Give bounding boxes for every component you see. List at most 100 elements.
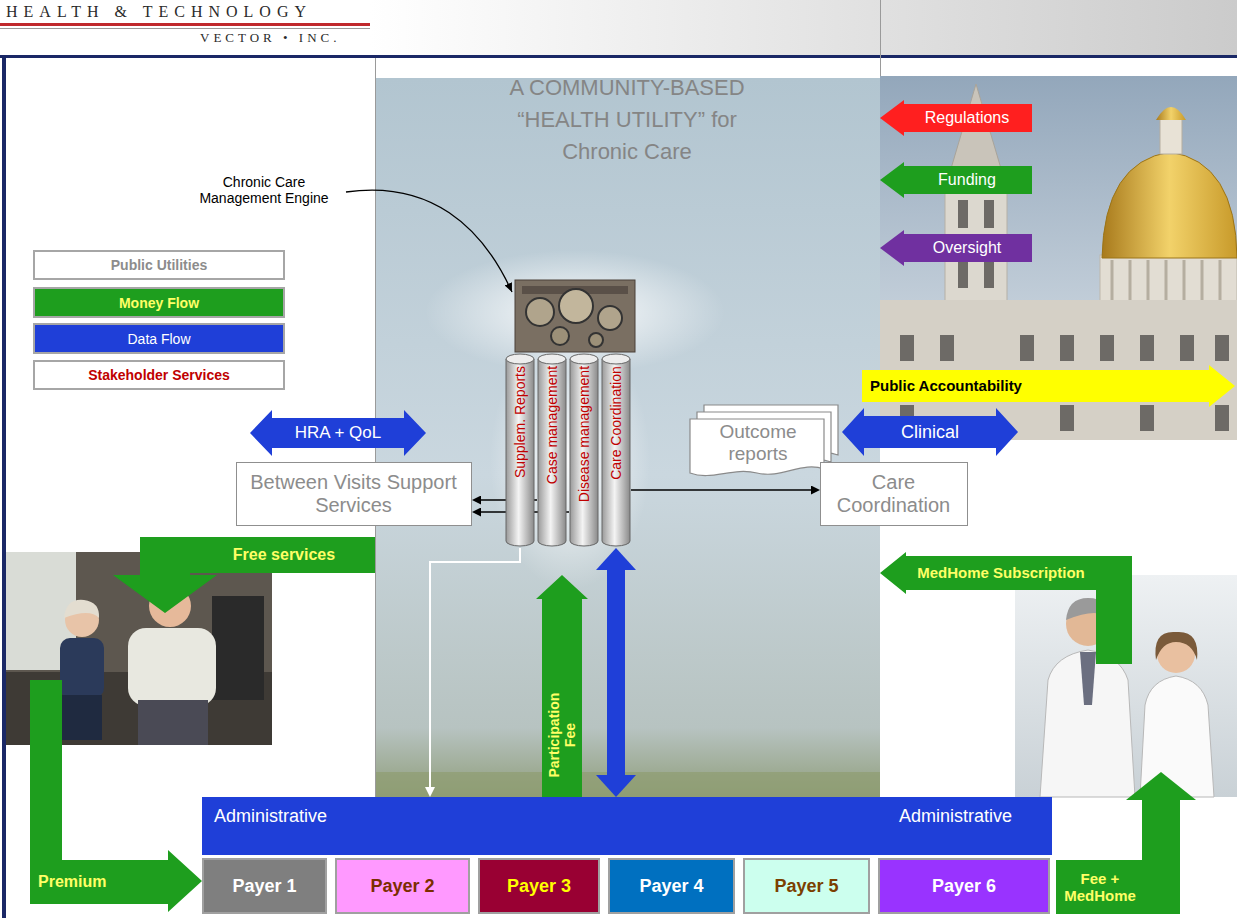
legend-swatch: Data Flow bbox=[33, 323, 285, 354]
arrow-shape bbox=[880, 552, 1132, 664]
arrow-shape bbox=[113, 537, 375, 613]
oversight-arrow: Oversight bbox=[880, 230, 1032, 266]
document-page bbox=[690, 419, 824, 476]
leader-line bbox=[346, 190, 512, 292]
node-outline bbox=[536, 575, 588, 797]
pillar-body bbox=[602, 359, 630, 546]
legend-text: Money Flow bbox=[35, 289, 283, 316]
node-text: Administrative bbox=[214, 799, 434, 833]
legend-swatch: Money Flow bbox=[33, 287, 285, 318]
data-double-arrow: HRA + QoL bbox=[250, 410, 426, 456]
header-band bbox=[370, 0, 1237, 55]
frame-line bbox=[2, 55, 6, 918]
exercise-machine bbox=[212, 596, 264, 700]
company-logo: HEALTH & TECHNOLOGY bbox=[6, 3, 370, 21]
payer-box: Payer 6 bbox=[878, 858, 1050, 914]
capitol-cap bbox=[1156, 107, 1186, 120]
utility-box: Care Coordination bbox=[820, 462, 968, 526]
sky-picture bbox=[376, 78, 880, 800]
node-text: Between Visits Support Services bbox=[241, 465, 466, 522]
pillar-body bbox=[538, 359, 566, 546]
arrow-shape bbox=[536, 575, 588, 797]
node-text: Regulations bbox=[906, 104, 1028, 132]
engine-gear bbox=[526, 298, 554, 326]
payer-box: Payer 5 bbox=[743, 858, 870, 914]
doctor-hair bbox=[1155, 632, 1197, 660]
node-text: Payer 2 bbox=[339, 862, 466, 910]
pillar-top bbox=[506, 354, 534, 364]
node-text: Care Coordination bbox=[825, 465, 962, 522]
node-text: Premium bbox=[38, 860, 166, 904]
man-figure bbox=[138, 700, 208, 745]
woman-figure bbox=[60, 638, 104, 698]
node-text: Case management bbox=[544, 366, 560, 484]
callout-label: Chronic Care Management Engine bbox=[188, 174, 340, 206]
arrow-shape bbox=[30, 680, 202, 912]
engine-gear bbox=[598, 306, 622, 330]
header-rule bbox=[0, 28, 370, 29]
money-arrow: Premium bbox=[30, 680, 202, 914]
node-text: Administrative bbox=[792, 799, 1012, 833]
engine-machine bbox=[515, 280, 635, 352]
node-text: Clinical bbox=[866, 416, 994, 448]
node-text: Free services bbox=[197, 539, 371, 571]
capitol-window bbox=[984, 200, 994, 228]
node-text: Fee + MedHome bbox=[1058, 860, 1142, 914]
report-document: Outcome reports bbox=[690, 405, 840, 481]
accountability-arrow: Public Accountability bbox=[862, 365, 1235, 407]
connector bbox=[607, 570, 625, 775]
diagram-title: A COMMUNITY-BASED “HEALTH UTILITY” for C… bbox=[500, 72, 754, 168]
payer-box: Payer 1 bbox=[202, 858, 327, 914]
woman-hair bbox=[64, 600, 99, 618]
node-text: HRA + QoL bbox=[274, 418, 402, 448]
haze-cloud bbox=[490, 330, 650, 590]
payer-box: Payer 4 bbox=[608, 858, 735, 914]
payer-box: Payer 3 bbox=[478, 858, 600, 914]
money-arrow: MedHome Subscription bbox=[880, 552, 1135, 664]
legend-text: Data Flow bbox=[35, 325, 283, 352]
service-pillar: Case management bbox=[537, 352, 567, 548]
capitol-window bbox=[958, 260, 968, 288]
node-text: Outcome reports bbox=[694, 420, 822, 466]
doctor-coat bbox=[1140, 676, 1214, 797]
haze-cloud bbox=[425, 250, 725, 374]
doctor-coat bbox=[1040, 650, 1135, 797]
arrow-shape bbox=[880, 162, 1032, 198]
node-text: Payer 3 bbox=[482, 862, 596, 910]
money-arrow: Free services bbox=[105, 537, 375, 613]
payer-box: Payer 2 bbox=[335, 858, 470, 914]
arrow-shape bbox=[880, 100, 1032, 136]
node-text: Public Accountability bbox=[870, 370, 1200, 402]
doctor-tie bbox=[1080, 652, 1096, 705]
capitol-window bbox=[984, 260, 994, 288]
node-text: Care Coordination bbox=[608, 366, 624, 480]
node-text: Payer 4 bbox=[612, 862, 731, 910]
capitol-window bbox=[958, 200, 968, 228]
legend-text: Stakeholder Services bbox=[35, 362, 283, 388]
administrative-bar: Administrative Administrative bbox=[202, 797, 1052, 855]
node-text: Supplem. Reports bbox=[512, 366, 528, 478]
node-text: Payer 6 bbox=[882, 862, 1046, 910]
connector bbox=[631, 489, 811, 491]
funding-arrow: Funding bbox=[880, 162, 1032, 198]
node-text: Disease management bbox=[576, 366, 592, 502]
node-text: Participation Fee bbox=[546, 685, 578, 785]
arrow-shape bbox=[880, 230, 1032, 266]
node-text: MedHome Subscription bbox=[908, 556, 1094, 590]
service-pillar: Care Coordination bbox=[601, 352, 631, 548]
utility-box: Between Visits Support Services bbox=[236, 462, 472, 526]
service-pillar: Supplem. Reports bbox=[505, 352, 535, 548]
legend-text: Public Utilities bbox=[35, 252, 283, 278]
pillar-body bbox=[506, 359, 534, 546]
woman-figure bbox=[62, 695, 102, 740]
arrow-shape bbox=[250, 410, 426, 456]
connector bbox=[430, 548, 520, 787]
regulation-arrow: Regulations bbox=[880, 100, 1032, 136]
service-pillar: Disease management bbox=[569, 352, 599, 548]
picture-edge bbox=[880, 0, 881, 78]
data-double-arrow: Clinical bbox=[842, 408, 1018, 456]
pillar-top bbox=[602, 354, 630, 364]
man-figure bbox=[128, 628, 216, 706]
pillar-body bbox=[570, 359, 598, 546]
engine-gear bbox=[559, 289, 593, 323]
